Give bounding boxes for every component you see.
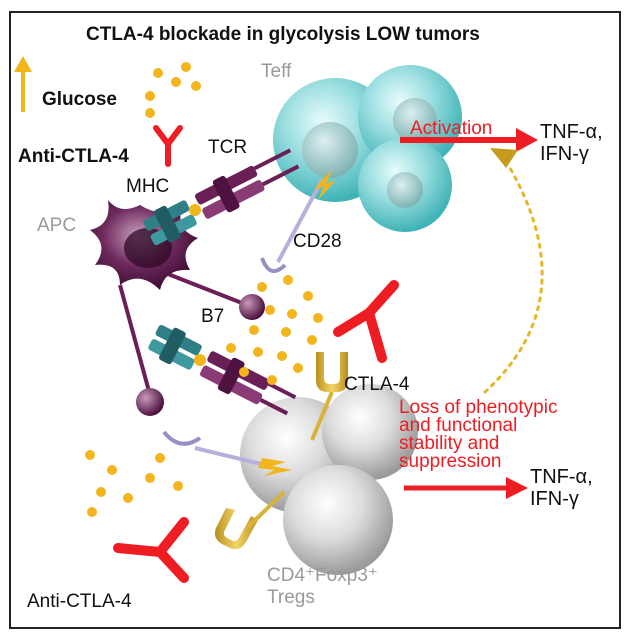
glucose-dot <box>281 327 291 337</box>
tregs-label-line2: Tregs <box>267 587 315 608</box>
treg-output-arrow <box>404 477 528 499</box>
glucose-dot <box>267 375 277 385</box>
glucose-dot <box>191 81 201 91</box>
mhc-tcr-complex-lower <box>148 324 297 416</box>
glucose-dot <box>239 367 249 377</box>
antibody-icon-legend <box>153 125 183 167</box>
loss-line2: and functional <box>399 415 518 436</box>
treg-cell-3 <box>283 465 393 575</box>
mhc-tcr-complex-upper <box>143 148 300 246</box>
treg-cell-cluster <box>240 384 418 575</box>
signal-bolts <box>258 170 336 476</box>
cd28-receptor <box>162 179 324 467</box>
ctla4-lower <box>214 508 258 550</box>
output-top-line2: IFN-γ <box>540 143 589 165</box>
b7-ligand <box>239 294 265 320</box>
anti-ctla4-bottom-label: Anti-CTLA-4 <box>27 591 132 612</box>
mhc-label: MHC <box>126 176 170 197</box>
legend-glucose-label: Glucose <box>42 89 117 110</box>
loss-line4: suppression <box>399 451 502 472</box>
b7-label: B7 <box>201 306 225 327</box>
glucose-dot <box>181 62 191 72</box>
glucose-dot <box>153 68 163 78</box>
glucose-dot <box>96 487 106 497</box>
glucose-dot <box>277 351 287 361</box>
loss-line3: stability and <box>399 433 500 454</box>
teff-nucleus-3 <box>387 172 423 208</box>
glucose-dot <box>145 473 155 483</box>
tregs-label: CD4⁺Foxp3⁺ Tregs <box>267 565 378 609</box>
glucose-dot <box>107 465 117 475</box>
glucose-dot <box>253 347 263 357</box>
glucose-dot <box>155 453 165 463</box>
output-bottom-cytokines: TNF-α, IFN-γ <box>530 466 610 510</box>
output-top-line1: TNF-α, <box>540 121 603 143</box>
teff-nucleus-1 <box>302 122 358 178</box>
glucose-dot <box>123 493 133 503</box>
page-title: CTLA-4 blockade in glycolysis LOW tumors <box>86 24 480 45</box>
glucose-dot <box>145 91 155 101</box>
output-bottom-line2: IFN-γ <box>530 488 579 510</box>
glucose-dot <box>307 335 317 345</box>
ctla4-receptor <box>214 352 348 550</box>
tregs-label-line1: CD4⁺Foxp3⁺ <box>267 565 378 586</box>
loss-of-stability-text: Loss of phenotypic and functional stabil… <box>399 397 629 472</box>
glucose-dot <box>249 325 259 335</box>
glucose-dot <box>293 363 303 373</box>
glucose-dot <box>303 291 313 301</box>
treg-cell-2 <box>322 384 418 480</box>
glucose-dot <box>171 77 181 87</box>
glucose-dot <box>313 313 323 323</box>
feedback-dotted-arrow <box>483 148 544 394</box>
glucose-dot <box>287 309 297 319</box>
ctla4-upper <box>316 352 348 392</box>
activation-label: Activation <box>410 118 493 139</box>
loss-line1: Loss of phenotypic <box>399 397 558 418</box>
glucose-dot <box>145 108 155 118</box>
activation-arrow <box>400 128 538 152</box>
glucose-dot <box>257 282 267 292</box>
glucose-up-arrow-icon <box>14 56 32 112</box>
glucose-dot <box>173 481 183 491</box>
output-top-cytokines: TNF-α, IFN-γ <box>540 121 620 165</box>
legend-anti-ctla4-label: Anti-CTLA-4 <box>18 146 129 167</box>
cd28-label: CD28 <box>293 231 342 252</box>
ctla4-label: CTLA-4 <box>344 374 410 395</box>
glucose-dot <box>265 305 275 315</box>
glucose-dot <box>87 507 97 517</box>
glucose-dots <box>85 62 323 517</box>
apc-label: APC <box>37 215 77 236</box>
glucose-dot <box>283 275 293 285</box>
teff-cell-cluster <box>273 65 462 232</box>
apc-b7-ball-lower <box>136 388 164 416</box>
antibody-icon-center <box>333 280 399 363</box>
antibody-icon-bottom <box>113 517 189 583</box>
teff-label: Teff <box>261 61 292 82</box>
output-bottom-line1: TNF-α, <box>530 466 593 488</box>
teff-nucleus-2 <box>393 98 437 142</box>
glucose-dot <box>226 343 236 353</box>
apc-cell <box>90 200 265 416</box>
glucose-dot <box>85 450 95 460</box>
tcr-label: TCR <box>208 137 248 158</box>
